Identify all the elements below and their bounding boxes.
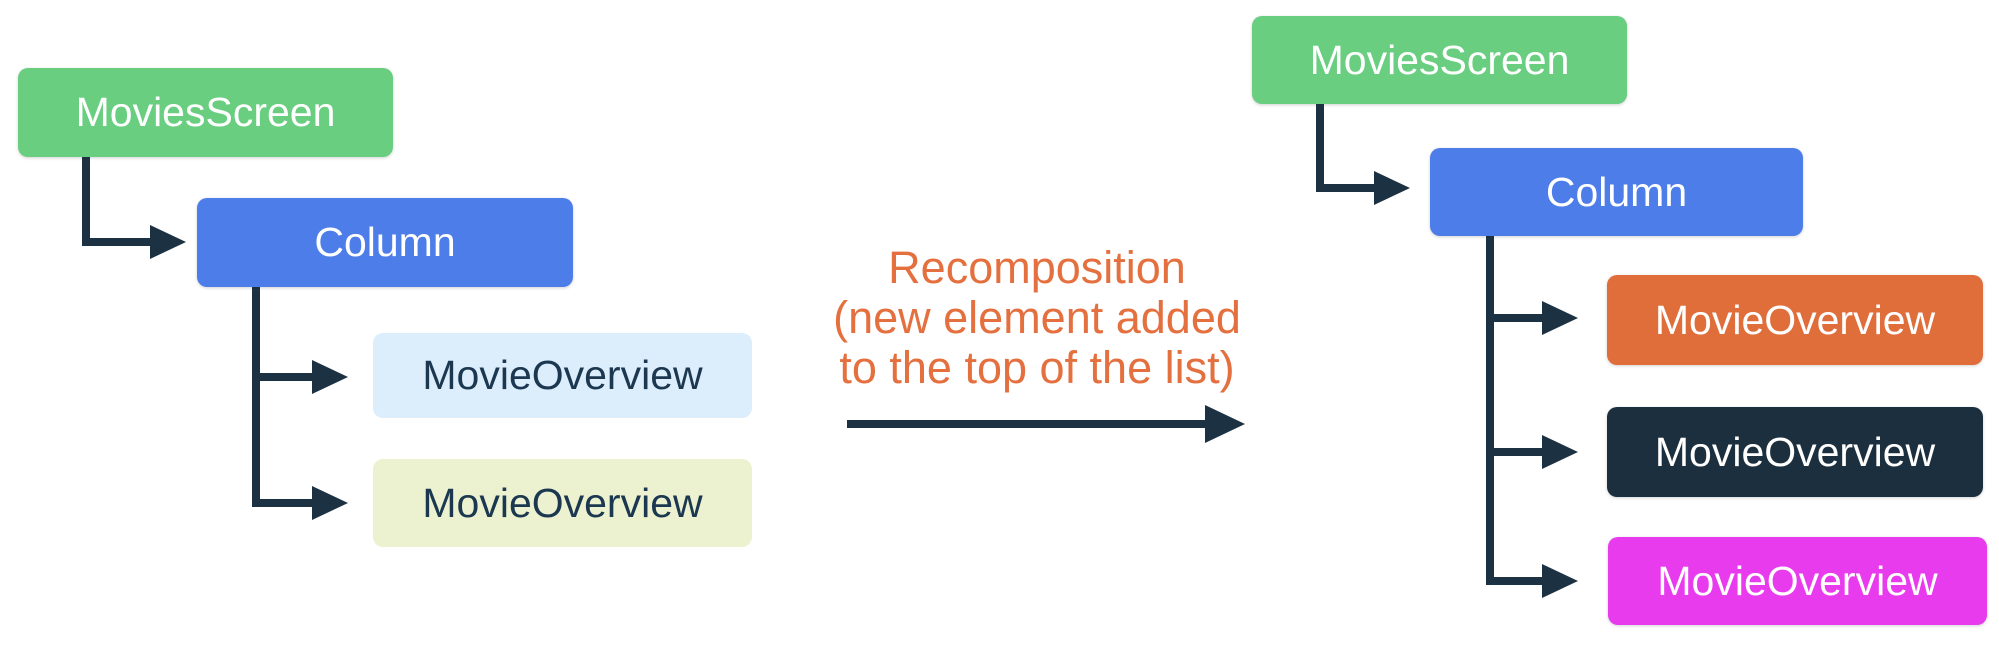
arrowhead-icon <box>1542 301 1578 335</box>
arrowhead-icon <box>1542 435 1578 469</box>
node-column-left: Column <box>197 198 573 287</box>
connector-line <box>1316 104 1324 192</box>
arrowhead-icon <box>1542 564 1578 598</box>
arrowhead-icon <box>150 225 186 259</box>
node-label: MoviesScreen <box>75 89 336 135</box>
node-label: Column <box>1545 168 1688 215</box>
node-movieoverview-left-2: MovieOverview <box>373 459 752 547</box>
arrowhead-icon <box>312 360 348 394</box>
node-label: MoviesScreen <box>1309 36 1570 83</box>
node-label: Column <box>314 219 456 265</box>
connector-line <box>82 238 150 246</box>
node-label: MovieOverview <box>1654 428 1936 475</box>
node-label: MovieOverview <box>422 479 703 526</box>
connector-line <box>1486 448 1542 456</box>
annotation-line-2: (new element added <box>833 292 1241 343</box>
connector-line <box>1486 314 1542 322</box>
connector-line <box>252 287 260 507</box>
node-label: MovieOverview <box>422 352 703 398</box>
connector-line <box>1486 577 1542 585</box>
connector-line <box>1316 184 1374 192</box>
node-movieoverview-right-2: MovieOverview <box>1607 407 1983 497</box>
node-movieoverview-right-1: MovieOverview <box>1607 275 1983 365</box>
connector-line <box>1486 236 1494 585</box>
node-moviesscreen-right: MoviesScreen <box>1252 16 1627 104</box>
arrowhead-icon <box>1205 405 1245 443</box>
recomposition-annotation: Recomposition (new element added to the … <box>817 243 1257 393</box>
arrowhead-icon <box>1374 171 1410 205</box>
connector-line <box>82 157 90 246</box>
arrowhead-icon <box>312 486 348 520</box>
connector-line <box>252 499 312 507</box>
node-movieoverview-left-1: MovieOverview <box>373 333 752 418</box>
node-label: MovieOverview <box>1657 557 1938 604</box>
connector-line <box>252 373 312 381</box>
node-label: MovieOverview <box>1654 296 1936 343</box>
node-movieoverview-right-3: MovieOverview <box>1608 537 1987 625</box>
node-column-right: Column <box>1430 148 1803 236</box>
node-moviesscreen-left: MoviesScreen <box>18 68 393 157</box>
recomposition-arrow <box>847 420 1207 428</box>
annotation-line-3: to the top of the list) <box>839 342 1235 393</box>
annotation-line-1: Recomposition <box>888 242 1186 293</box>
